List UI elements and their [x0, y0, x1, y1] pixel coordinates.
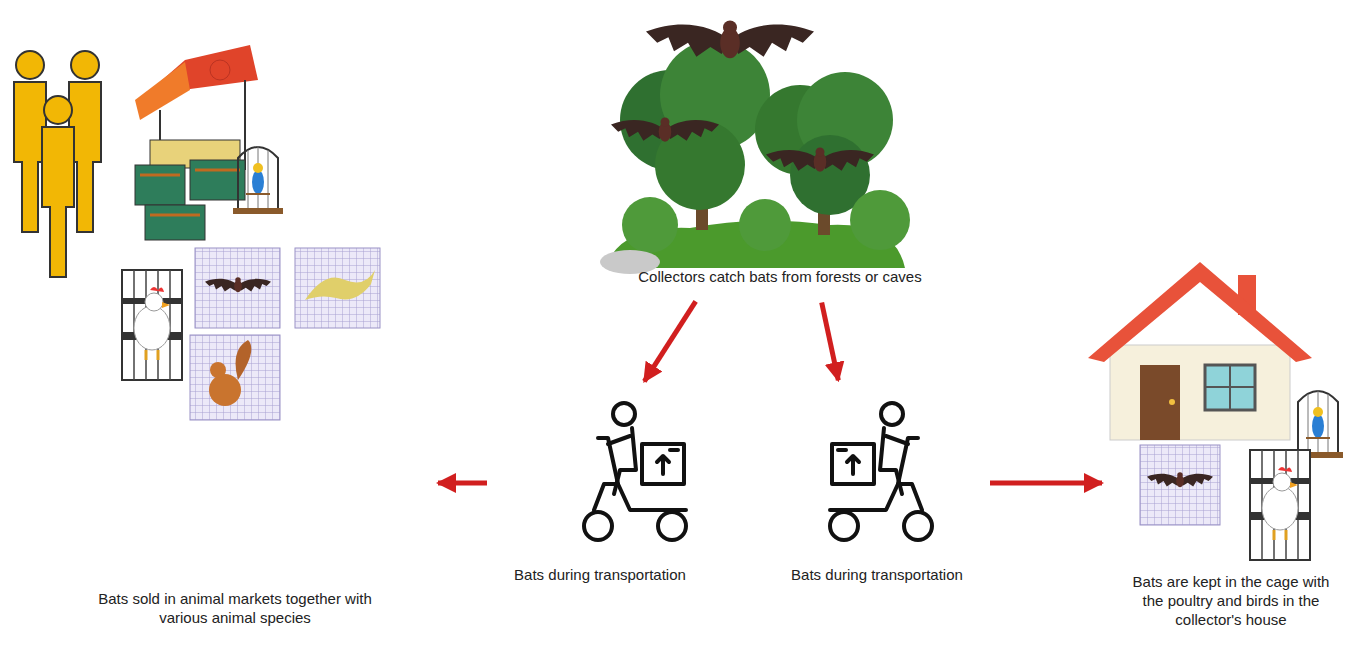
market-scene: Bats sold in animal markets together wit…: [40, 40, 430, 636]
caption: Bats are kept in the cage with the poult…: [1129, 573, 1334, 629]
caption: Bats during transportation: [772, 566, 982, 585]
flow-arrow: [990, 481, 1102, 486]
flow-arrow: [822, 303, 839, 381]
flow-arrow: [644, 301, 695, 381]
flow-arrow: [438, 481, 487, 486]
caption: Bats sold in animal markets together wit…: [95, 590, 375, 628]
forest-scene: Collectors catch bats from forests or ca…: [560, 0, 1000, 295]
caption: Collectors catch bats from forests or ca…: [560, 268, 1000, 287]
transport-icon: Bats during transportation: [772, 388, 982, 593]
house-scene: Bats are kept in the cage with the poult…: [1110, 258, 1352, 637]
transport-icon: Bats during transportation: [495, 388, 705, 593]
caption: Bats during transportation: [495, 566, 705, 585]
